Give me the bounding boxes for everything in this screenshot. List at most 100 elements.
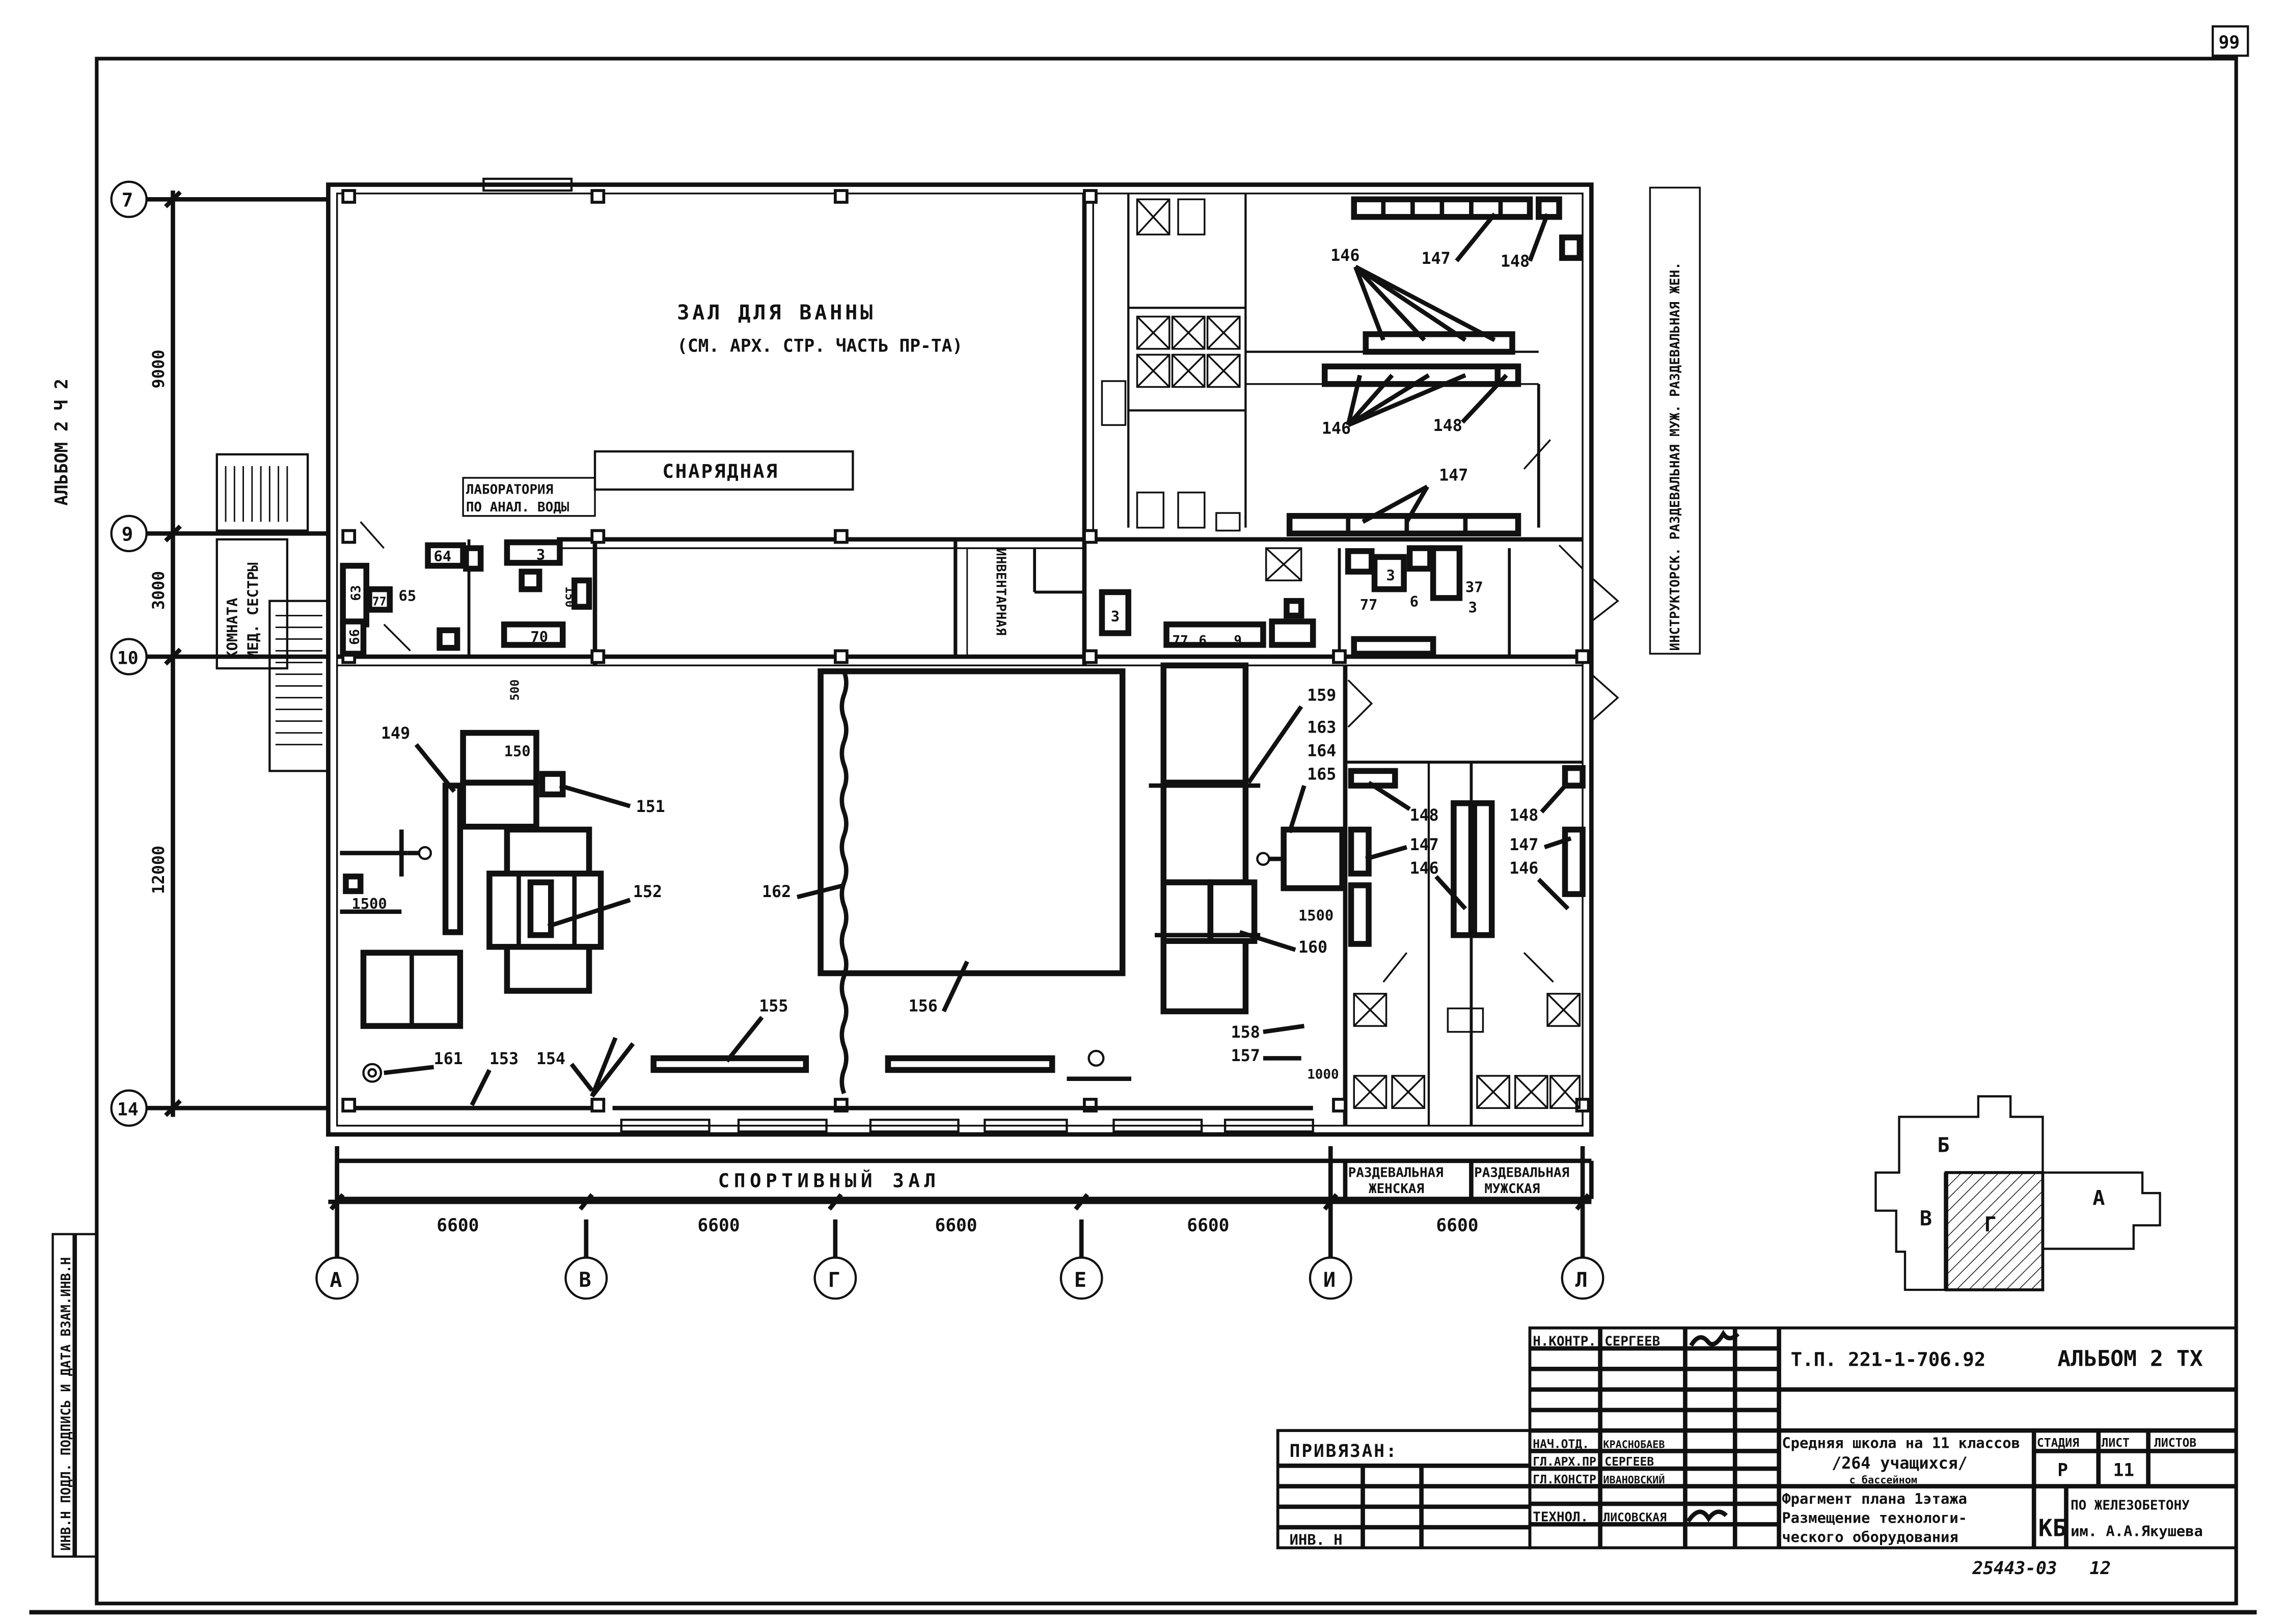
label-3-c: 3 <box>1111 608 1120 625</box>
row-dim-12000: 12000 <box>150 846 168 894</box>
album-side-label: АЛЬБОМ 2 Ч 2 <box>51 378 72 505</box>
locker-female-l1: РАЗДЕВАЛЬНАЯ <box>1348 1165 1444 1180</box>
equipment-lockers: 148 147 146 148 147 146 <box>1348 765 1586 947</box>
sheet-frame <box>95 57 2238 1606</box>
label-146-d: 146 <box>1509 859 1538 878</box>
label-159: 159 <box>1307 686 1336 705</box>
role-2: НАЧ.ОТД. <box>1533 1438 1589 1451</box>
equipment-room-label: СНАРЯДНАЯ <box>662 460 778 482</box>
label-150-a: 150 <box>562 586 576 608</box>
axis-label-14: 14 <box>117 1100 139 1120</box>
label-146-c: 146 <box>1410 859 1439 878</box>
page-number: 99 <box>2219 33 2240 53</box>
label-161: 161 <box>434 1050 463 1068</box>
label-147-b: 147 <box>1439 467 1468 485</box>
locker-female-l2: ЖЕНСКАЯ <box>1369 1181 1424 1197</box>
label-151: 151 <box>636 798 665 816</box>
stage-header: СТАДИЯ <box>2037 1437 2079 1450</box>
label-147-c: 147 <box>1410 836 1439 854</box>
org-line-1: ПО ЖЕЛЕЗОБЕТОНУ <box>2071 1498 2190 1513</box>
axis-label-I: И <box>1323 1268 1336 1292</box>
label-153: 153 <box>489 1050 519 1068</box>
label-152: 152 <box>633 883 662 901</box>
col-dim-4: 6600 <box>1187 1215 1229 1236</box>
label-160: 160 <box>1298 938 1327 957</box>
label-147-a: 147 <box>1422 250 1451 268</box>
project-code: Т.П. 221-1-706.92 <box>1791 1348 1986 1371</box>
windows-bottom <box>482 177 1314 1133</box>
label-37: 37 <box>1465 578 1483 596</box>
axis-label-V: В <box>579 1268 591 1292</box>
dim-1000: 1000 <box>1307 1067 1339 1082</box>
label-3-b: 3 <box>1468 599 1477 616</box>
label-162: 162 <box>762 883 791 901</box>
label-77-b: 77 <box>1173 633 1188 648</box>
tied-label: ПРИВЯЗАН: <box>1290 1441 1398 1461</box>
label-70: 70 <box>530 628 548 645</box>
axis-bubble-L <box>1561 1256 1604 1300</box>
dim-1500-left: 1500 <box>351 895 387 912</box>
label-77-c: 77 <box>372 595 387 608</box>
label-63: 63 <box>349 585 364 601</box>
axis-label-7: 7 <box>122 189 133 211</box>
axis-bubble-A <box>315 1256 359 1300</box>
label-65: 65 <box>399 587 417 605</box>
bottom-code: 25443-03 <box>1972 1558 2057 1579</box>
role-4: ГЛ.КОНСТР. <box>1533 1473 1603 1486</box>
row-axes: 7 9 10 14 9000 3000 12000 <box>110 180 329 1127</box>
role-1: Н.КОНТР. <box>1533 1334 1596 1349</box>
label-163: 163 <box>1307 719 1336 737</box>
equipment-lab: 3 70 150 64 63 77 65 66 <box>340 539 592 657</box>
room-strip: СПОРТИВНЫЙ ЗАЛ РАЗДЕВАЛЬНАЯ ЖЕНСКАЯ РАЗД… <box>335 1158 1594 1201</box>
sheet-value: 11 <box>2113 1460 2135 1480</box>
right-vertical-label: ИНСТРУКТОРСК. РАЗДЕВАЛЬНАЯ МУЖ. РАЗДЕВАЛ… <box>1668 262 1683 651</box>
axis-label-E: Е <box>1074 1268 1086 1292</box>
label-77-a: 77 <box>1360 596 1378 613</box>
dim-500: 500 <box>508 680 522 701</box>
side-stamp: ИНВ.Н ПОДЛ. ПОДПИСЬ И ДАТА ВЗАМ.ИНВ.Н <box>51 1233 98 1558</box>
label-6-a: 6 <box>1410 593 1419 610</box>
pool-hall-label-1: ЗАЛ ДЛЯ ВАННЫ <box>677 301 876 324</box>
label-157: 157 <box>1231 1047 1260 1065</box>
label-66: 66 <box>347 629 363 645</box>
album-code: АЛЬБОМ 2 ТХ <box>2057 1346 2203 1372</box>
big-mat <box>818 668 1126 977</box>
page-number-box <box>2211 25 2249 57</box>
right-vertical-box <box>1649 186 1701 655</box>
nurse-label-1: КОМНАТА <box>224 598 241 660</box>
axis-label-A: А <box>330 1268 342 1292</box>
lab-label-2: ПО АНАЛ. ВОДЫ <box>466 500 569 515</box>
locker-male-l1: РАЗДЕВАЛЬНАЯ <box>1474 1165 1569 1180</box>
desc-line-3: ческого оборудования <box>1782 1528 1958 1546</box>
label-147-d: 147 <box>1509 836 1538 854</box>
stair-lower <box>268 600 330 772</box>
label-148-d: 148 <box>1509 806 1538 825</box>
nurse-label-2: МЕД. СЕСТРЫ <box>244 562 261 660</box>
locker-male-l2: МУЖСКАЯ <box>1484 1181 1540 1197</box>
side-stamp-text: ИНВ.Н ПОДЛ. ПОДПИСЬ И ДАТА ВЗАМ.ИНВ.Н <box>59 1257 74 1551</box>
label-64: 64 <box>434 548 452 565</box>
label-148-b: 148 <box>1433 417 1462 435</box>
col-dim-5: 6600 <box>1436 1215 1478 1236</box>
sheet-header: ЛИСТ <box>2102 1437 2130 1450</box>
doors <box>360 439 1619 983</box>
label-158: 158 <box>1231 1023 1260 1042</box>
inventory-label: ИНВЕНТАРНАЯ <box>993 548 1008 635</box>
axis-label-G: Г <box>828 1268 840 1292</box>
nurse-room <box>215 538 289 670</box>
label-155: 155 <box>759 997 788 1015</box>
axis-bubble-I <box>1309 1256 1352 1300</box>
label-9: 9 <box>1234 633 1242 648</box>
stair-treads <box>225 466 322 746</box>
inv-label: ИНВ. Н <box>1290 1531 1343 1549</box>
axis-label-9: 9 <box>122 523 133 546</box>
stair-upper <box>215 453 309 532</box>
equipment-middle-right: 3 37 3 77 6 3 77 6 9 <box>1099 545 1483 657</box>
equipment-gym: 1500 149 150 151 152 162 156 155 161 153… <box>340 662 1346 1111</box>
equipment-room-box <box>593 450 854 491</box>
role-3: ГЛ.АРХ.ПР. <box>1533 1455 1603 1469</box>
column-axes: 6600 6600 6600 6600 6600 А В Г Е И Л <box>315 1146 1604 1300</box>
col-dim-2: 6600 <box>697 1215 740 1236</box>
